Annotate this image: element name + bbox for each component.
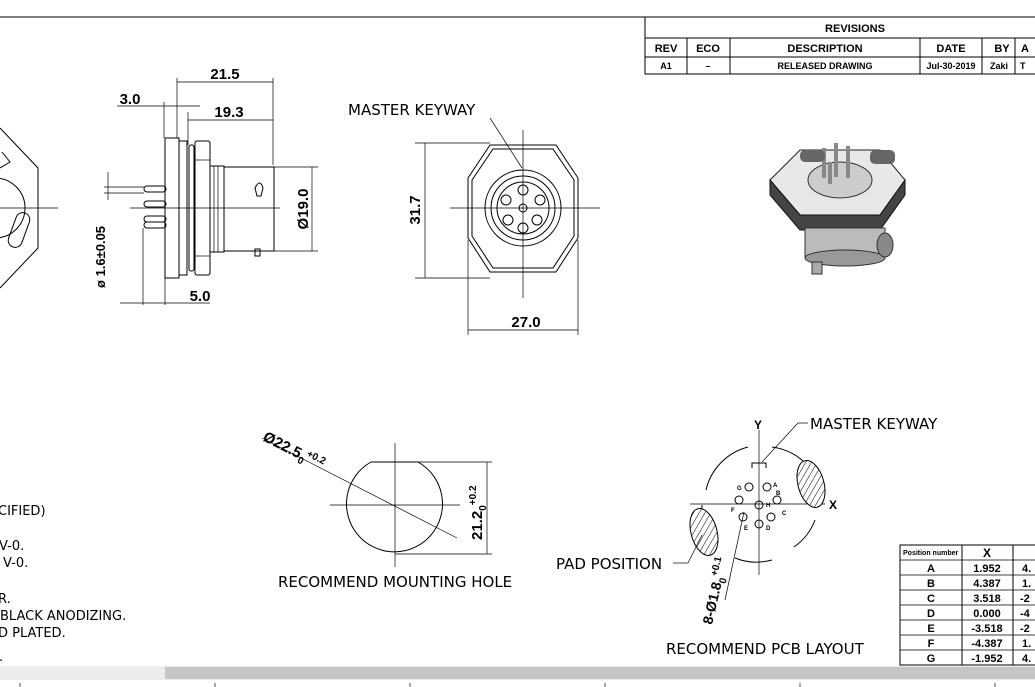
- mounting-hole-view: Ø22.50+0.2 21.20+0.2 RECOMMEND MOUNTING …: [259, 428, 512, 591]
- rev-cell: A1: [660, 61, 672, 71]
- rev-header: REV: [655, 43, 678, 55]
- dim-body-diameter: Ø19.0: [295, 189, 312, 230]
- note-line: V-0.: [3, 556, 28, 571]
- by-header: BY: [994, 43, 1010, 55]
- connector-3d-render: [769, 143, 906, 275]
- table-cell: -2: [1020, 623, 1030, 635]
- table-cell: D: [927, 608, 935, 620]
- table-cell: 1.952: [973, 563, 1001, 575]
- table-cell: G: [927, 653, 936, 665]
- table-cell: 4.: [1022, 653, 1031, 665]
- table-cell: A: [927, 563, 935, 575]
- dim-front-height: 31.7: [407, 195, 424, 224]
- front-view: MASTER KEYWAY 31.7 27.0: [348, 101, 600, 335]
- table-cell: -4.387: [971, 638, 1002, 650]
- table-cell: 1.: [1022, 578, 1031, 590]
- table-cell: 0.000: [973, 608, 1001, 620]
- position-table: Position number X A 1.952 4. B 4.387 1. …: [899, 544, 1035, 666]
- rear-view-partial: [0, 127, 58, 289]
- table-cell: C: [927, 593, 935, 605]
- pad-position-label: PAD POSITION: [556, 555, 662, 573]
- approved-header: A: [1021, 43, 1029, 55]
- table-cell: 3.518: [973, 593, 1001, 605]
- date-header: DATE: [936, 43, 965, 55]
- pcb-axis-y: Y: [754, 418, 762, 432]
- pin-label-c: C: [782, 511, 787, 517]
- description-header: DESCRIPTION: [787, 43, 862, 55]
- pin-label-e: E: [744, 526, 748, 532]
- bottom-ruler-ticks: [19, 683, 996, 687]
- x-header: X: [983, 546, 991, 560]
- pin-label-g: G: [737, 486, 742, 492]
- pin-label-d: D: [766, 526, 771, 532]
- pin-label-b: B: [776, 491, 781, 497]
- pcb-axis-x: X: [829, 498, 837, 512]
- table-cell: -3.518: [971, 623, 1002, 635]
- dim-flange: 3.0: [120, 91, 141, 108]
- horizontal-scrollbar[interactable]: [0, 666, 1035, 680]
- master-keyway-label: MASTER KEYWAY: [348, 101, 476, 119]
- note-line: R.: [0, 592, 11, 607]
- pcb-master-keyway-label: MASTER KEYWAY: [810, 415, 938, 433]
- dim-overall-length: 21.5: [210, 66, 239, 83]
- dim-hole-diameter: Ø22.50+0.2: [259, 428, 328, 477]
- dim-pin-length: 5.0: [190, 288, 211, 305]
- description-cell: RELEASED DRAWING: [777, 61, 872, 71]
- table-cell: -2: [1020, 593, 1030, 605]
- dim-pin-diameter: ø 1.6±0.05: [93, 226, 108, 288]
- pcb-layout-view: Y X MASTER KEYWAY A B C D E F G H PAD PO…: [556, 415, 938, 658]
- position-number-header: Position number: [903, 550, 959, 557]
- revisions-title: REVISIONS: [825, 23, 885, 35]
- notes: CIFIED) V-0. V-0. R. BLACK ANODIZING. D …: [0, 504, 126, 665]
- table-cell: B: [927, 578, 935, 590]
- eco-header: ECO: [696, 43, 720, 55]
- mounting-hole-title: RECOMMEND MOUNTING HOLE: [278, 573, 512, 591]
- horizontal-scrollbar-thumb[interactable]: [165, 667, 1035, 679]
- pcb-layout-title: RECOMMEND PCB LAYOUT: [666, 640, 865, 658]
- table-cell: 4.387: [973, 578, 1001, 590]
- dim-body-length: 19.3: [214, 104, 243, 121]
- pin-label-a: A: [773, 483, 778, 489]
- note-line: BLACK ANODIZING.: [0, 609, 126, 624]
- pcb-hole-dim: 8-Ø1.80+0.1: [698, 555, 734, 627]
- dim-hole-flat: 21.20+0.2: [468, 485, 489, 540]
- table-cell: 1.: [1022, 638, 1031, 650]
- by-cell: Zaki: [990, 61, 1008, 71]
- dim-front-width: 27.0: [511, 314, 540, 331]
- note-line: .: [0, 650, 3, 665]
- eco-cell: –: [705, 61, 710, 71]
- table-cell: -1.952: [971, 653, 1002, 665]
- approved-cell: T: [1020, 61, 1026, 71]
- table-cell: E: [927, 623, 934, 635]
- table-cell: 4.: [1022, 563, 1031, 575]
- revisions-table: REVISIONS REV ECO DESCRIPTION DATE BY A …: [644, 16, 1035, 75]
- date-cell: Jul-30-2019: [926, 61, 975, 71]
- table-cell: -4: [1020, 608, 1031, 620]
- pin-label-h: H: [766, 503, 770, 509]
- note-line: V-0.: [0, 539, 24, 554]
- side-view: 21.5 3.0 19.3 Ø19.0 ø 1.6±0.05 5.0: [93, 66, 318, 305]
- note-line: D PLATED.: [0, 626, 66, 641]
- table-cell: F: [928, 638, 935, 650]
- pin-label-f: F: [731, 508, 735, 514]
- note-line: CIFIED): [0, 504, 46, 519]
